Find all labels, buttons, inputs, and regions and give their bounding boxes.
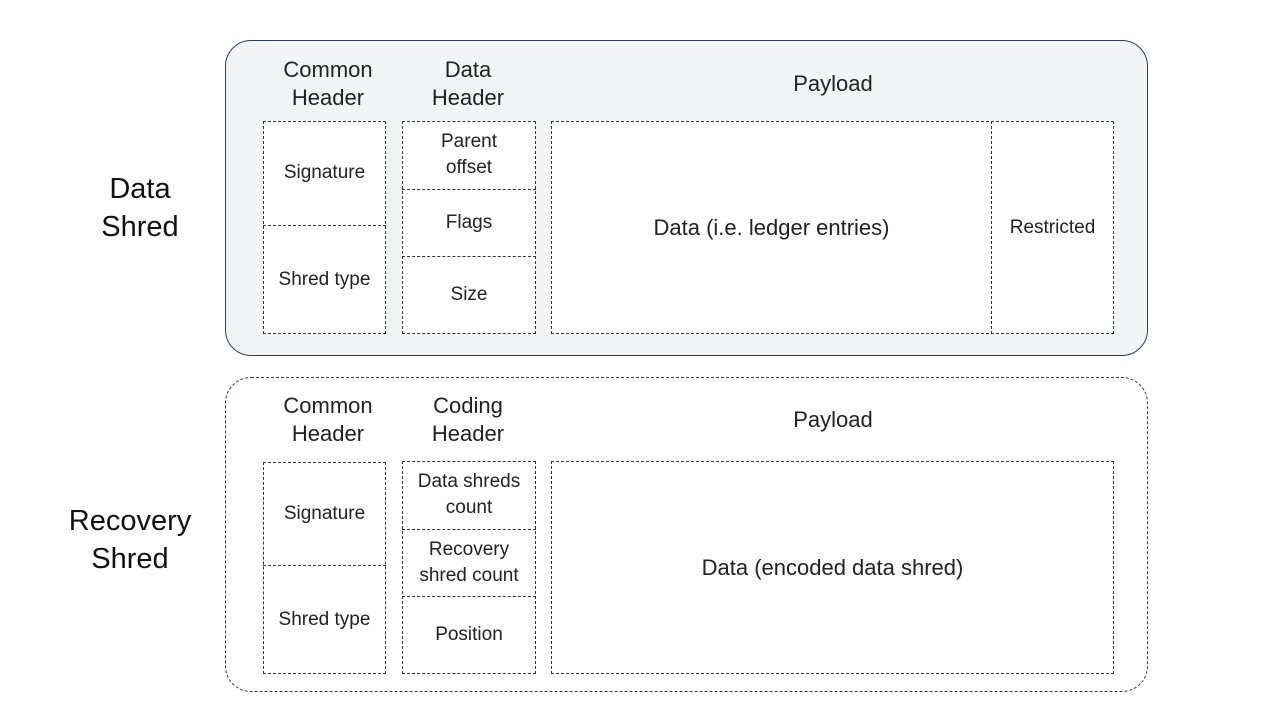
recovery-shred-common-header-divider: [263, 565, 386, 566]
coding-header-title: Coding Header: [431, 393, 505, 446]
flags-field: Flags: [445, 211, 493, 233]
payload-restricted-divider: [991, 121, 992, 334]
parent-offset-field: Parent offset: [441, 131, 497, 178]
recovery-shred-common-header-box: [263, 462, 386, 674]
size-field: Size: [450, 284, 488, 305]
data-shred-shred-type-field: Shred type: [278, 268, 371, 290]
data-header-box: [402, 121, 536, 334]
encoded-data-shred-data: Data (encoded data shred): [701, 554, 964, 580]
restricted-field: Restricted: [1009, 216, 1096, 238]
recovery-shred-common-header-title: Common Header: [283, 393, 373, 446]
data-shred-signature-field: Signature: [283, 162, 366, 183]
data-header-divider-1: [402, 189, 536, 190]
coding-header-box: [402, 461, 536, 674]
recovery-shred-payload-box: [551, 461, 1114, 674]
position-field: Position: [435, 624, 503, 645]
data-shred-common-header-divider: [263, 225, 386, 226]
coding-header-divider-2: [402, 596, 536, 597]
data-header-title: Data Header: [431, 57, 505, 110]
recovery-shred-signature-field: Signature: [283, 502, 366, 524]
coding-header-divider-1: [402, 529, 536, 530]
recovery-shred-shred-type-field: Shred type: [278, 608, 371, 630]
ledger-entries-data: Data (i.e. ledger entries): [653, 214, 890, 240]
recovery-shred-label: Recovery Shred: [68, 505, 192, 575]
data-shred-payload-title: Payload: [793, 71, 873, 96]
data-header-divider-2: [402, 256, 536, 257]
data-shred-common-header-box: [263, 121, 386, 334]
data-shred-label: Data Shred: [101, 173, 179, 243]
data-shred-payload-box: [551, 121, 1114, 334]
data-shred-common-header-title: Common Header: [283, 57, 373, 110]
recovery-shred-count-field: Recovery shred count: [419, 538, 519, 586]
data-shreds-count-field: Data shreds count: [417, 471, 521, 518]
recovery-shred-payload-title: Payload: [793, 407, 873, 432]
